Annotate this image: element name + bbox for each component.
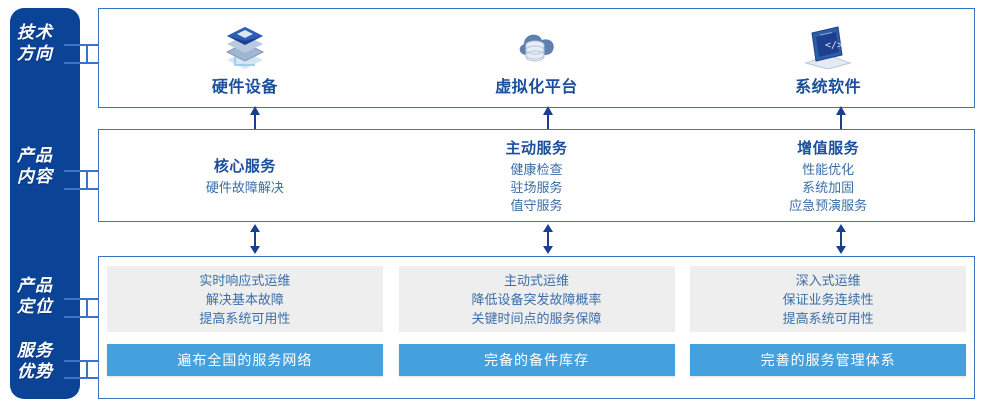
rail-label-line-1: 产品	[17, 146, 53, 165]
panel-tech-direction: 硬件设备 虚拟化平台	[98, 8, 975, 108]
content-item: 驻场服务	[510, 179, 563, 195]
rail-label-product-content: 产品 内容	[0, 145, 70, 187]
content-column-value-added[interactable]: 增值服务 性能优化 系统加固 应急预演服务	[682, 130, 974, 221]
content-item: 值守服务	[510, 197, 563, 213]
content-item: 性能优化	[802, 161, 855, 177]
position-line: 主动式运维	[503, 272, 569, 288]
rail-label-line-2: 方向	[17, 44, 53, 63]
position-line: 实时响应式运维	[199, 272, 291, 288]
connector-content-bottom	[64, 188, 98, 190]
svg-text:</>: </>	[825, 40, 843, 51]
connector-position-bottom	[64, 316, 98, 318]
tech-item-system-software[interactable]: </> 系统软件	[682, 9, 974, 107]
arrow-bidirectional-proactive	[541, 224, 555, 254]
rail-label-service-advantage: 服务 优势	[0, 340, 70, 382]
position-description-box: 主动式运维 降低设备突发故障概率 关键时间点的服务保障	[398, 266, 675, 332]
rail-label-line-2: 优势	[17, 362, 53, 381]
connector-tech-bottom	[64, 62, 98, 64]
content-column-proactive[interactable]: 主动服务 健康检查 驻场服务 值守服务	[391, 130, 683, 221]
content-item: 系统加固	[802, 179, 855, 195]
position-line: 深入式运维	[795, 272, 861, 288]
arrow-up-system-software	[834, 106, 848, 132]
position-line: 提高系统可用性	[782, 310, 874, 326]
tech-item-virtualization[interactable]: 虚拟化平台	[391, 9, 683, 107]
panel-product-position: 实时响应式运维 解决基本故障 提高系统可用性 遍布全国的服务网络 主动式运维 降…	[98, 256, 975, 399]
content-column-title: 主动服务	[505, 139, 568, 157]
tech-item-label: 虚拟化平台	[495, 79, 578, 96]
rail-label-line-2: 内容	[17, 167, 53, 186]
position-line: 解决基本故障	[205, 291, 284, 307]
rail-label-product-position: 产品 定位	[0, 275, 70, 317]
connector-tech-top	[64, 44, 98, 46]
rail-label-tech-direction: 技术 方向	[0, 22, 70, 64]
laptop-code-icon: </>	[798, 19, 858, 69]
position-description-box: 深入式运维 保证业务连续性 提高系统可用性	[690, 266, 967, 332]
arrow-up-hardware	[248, 106, 262, 132]
server-stack-icon	[217, 19, 273, 69]
position-line: 关键时间点的服务保障	[471, 310, 602, 326]
position-line: 保证业务连续性	[782, 291, 874, 307]
rail-label-line-1: 服务	[17, 341, 53, 360]
connector-position-top	[64, 298, 98, 300]
connector-advantage-vertical	[86, 360, 88, 378]
connector-tech-vertical	[86, 44, 88, 63]
position-line: 提高系统可用性	[199, 310, 291, 326]
content-column-title: 核心服务	[213, 157, 276, 175]
rail-label-line-1: 技术	[17, 23, 53, 42]
tech-item-label: 硬件设备	[211, 79, 278, 96]
connector-advantage-bottom	[64, 377, 98, 379]
position-column-deep[interactable]: 深入式运维 保证业务连续性 提高系统可用性 完善的服务管理体系	[682, 257, 974, 376]
rail-label-line-1: 产品	[17, 276, 53, 295]
connector-content-vertical	[86, 170, 88, 189]
position-line: 降低设备突发故障概率	[471, 291, 602, 307]
position-column-proactive[interactable]: 主动式运维 降低设备突发故障概率 关键时间点的服务保障 完备的备件库存	[391, 257, 683, 376]
connector-position-vertical	[86, 298, 88, 317]
rail-label-line-2: 定位	[17, 297, 53, 316]
arrow-bidirectional-core	[248, 224, 262, 254]
arrow-bidirectional-value-added	[834, 224, 848, 254]
advantage-bar-management-system[interactable]: 完善的服务管理体系	[690, 344, 967, 376]
tech-item-hardware[interactable]: 硬件设备	[99, 9, 391, 107]
tech-item-label: 系统软件	[795, 79, 862, 96]
advantage-bar-spare-parts[interactable]: 完备的备件库存	[398, 344, 675, 376]
content-item: 健康检查	[510, 161, 563, 177]
content-item: 应急预演服务	[789, 197, 868, 213]
advantage-bar-service-network[interactable]: 遍布全国的服务网络	[106, 344, 383, 376]
category-rail	[10, 8, 80, 399]
panel-product-content: 核心服务 硬件故障解决 主动服务 健康检查 驻场服务 值守服务 增值服务 性能优…	[98, 129, 975, 222]
cloud-database-icon	[509, 19, 565, 69]
content-column-title: 增值服务	[797, 139, 860, 157]
position-column-realtime[interactable]: 实时响应式运维 解决基本故障 提高系统可用性 遍布全国的服务网络	[99, 257, 391, 376]
content-column-core[interactable]: 核心服务 硬件故障解决	[99, 130, 391, 221]
content-item: 硬件故障解决	[205, 179, 284, 195]
arrow-up-virtualization	[541, 106, 555, 132]
connector-content-top	[64, 170, 98, 172]
position-description-box: 实时响应式运维 解决基本故障 提高系统可用性	[106, 266, 383, 332]
connector-advantage-top	[64, 360, 98, 362]
